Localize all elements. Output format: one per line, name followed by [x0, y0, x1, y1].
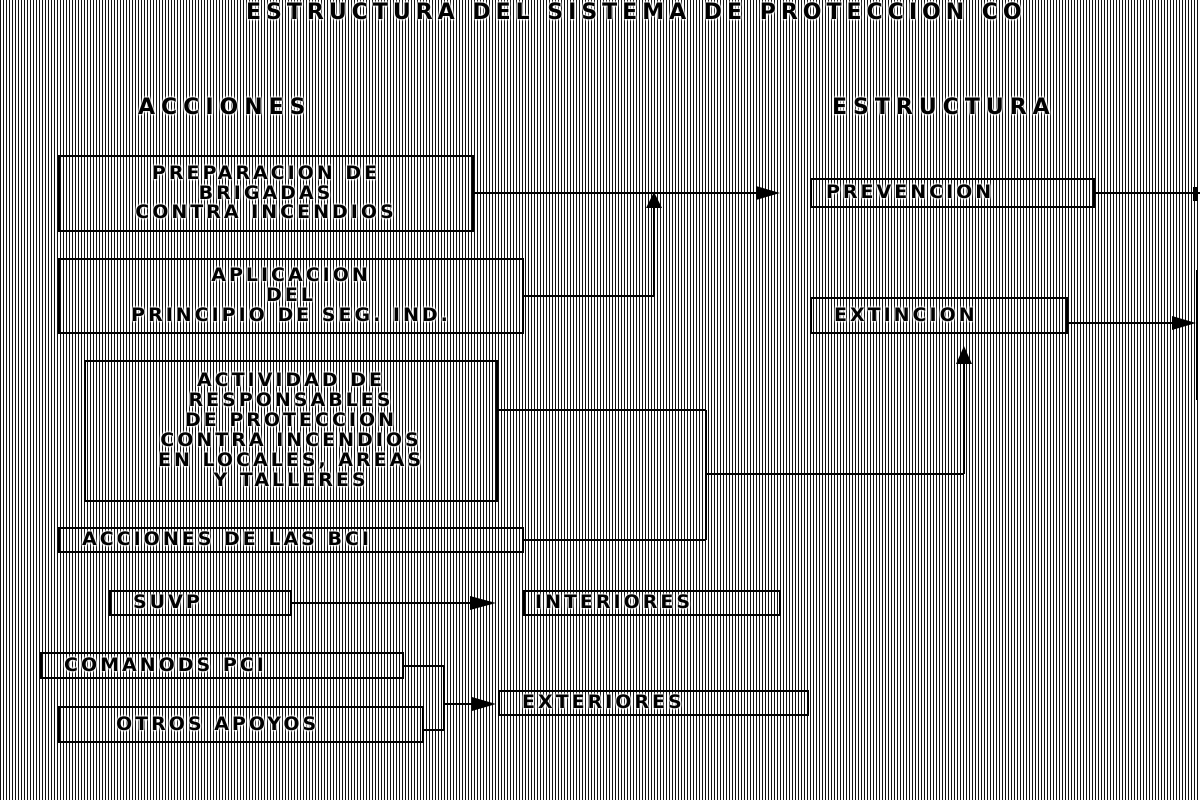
box-prevencion: PREVENCION [810, 178, 1095, 208]
box-actividad-line-4: CONTRA INCENDIOS [160, 429, 422, 451]
box-acciones-bci-label: ACCIONES DE LAS BCI [82, 528, 372, 551]
box-acciones-bci: ACCIONES DE LAS BCI [58, 527, 524, 553]
box-actividad-line-3: DE PROTECCION [184, 409, 398, 432]
box-aplicacion-line-1: APLICACION [211, 264, 371, 287]
box-extincion-label: EXTINCION [834, 303, 978, 326]
box-actividad-line-1: ACTIVIDAD DE [196, 369, 386, 392]
box-preparacion-brigadas: PREPARACION DE BRIGADAS CONTRA INCENDIOS [58, 155, 474, 232]
arrowhead-up-1 [646, 192, 662, 208]
box-extincion: EXTINCION [810, 297, 1068, 334]
box-exteriores: EXTERIORES [498, 690, 809, 716]
box-preparacion-line-2: BRIGADAS [198, 181, 334, 204]
heading-acciones: ACCIONES [138, 95, 312, 120]
box-comandos-pci: COMANODS PCI [40, 652, 404, 679]
page-title: ESTRUCTURA DEL SISTEMA DE PROTECCION CO [246, 0, 1027, 25]
box-preparacion-line-3: CONTRA INCENDIOS [135, 201, 397, 224]
arrowhead-prevencion [756, 186, 780, 200]
box-otros-apoyos: OTROS APOYOS [58, 706, 424, 743]
arrowhead-right-edge [1172, 316, 1196, 330]
box-aplicacion-line-2: DEL [266, 284, 316, 307]
heading-estructura: ESTRUCTURA [832, 95, 1056, 120]
box-preparacion-line-1: PREPARACION DE [151, 161, 381, 184]
box-aplicacion-principio: APLICACION DEL PRINCIPIO DE SEG. IND. [58, 258, 524, 334]
box-comandos-label: COMANODS PCI [64, 653, 267, 676]
box-exteriores-label: EXTERIORES [522, 691, 685, 714]
box-actividad-line-5: EN LOCALES, AREAS [157, 448, 425, 471]
box-aplicacion-line-3: PRINCIPIO DE SEG. IND. [131, 303, 451, 326]
box-prevencion-label: PREVENCION [826, 181, 995, 204]
box-interiores-label: INTERIORES [535, 591, 694, 614]
right-edge-mark [1193, 187, 1198, 201]
box-actividad-responsables: ACTIVIDAD DE RESPONSABLES DE PROTECCION … [84, 360, 498, 502]
box-suvp: SUVP [109, 590, 292, 616]
arrowhead-up-2 [956, 346, 972, 364]
box-actividad-line-2: RESPONSABLES [188, 389, 394, 412]
box-interiores: INTERIORES [523, 590, 781, 616]
arrowhead-interiores [470, 596, 496, 610]
box-otros-label: OTROS APOYOS [116, 712, 320, 735]
box-suvp-label: SUVP [133, 591, 203, 614]
box-actividad-line-6: Y TALLERES [213, 468, 369, 491]
arrowhead-exteriores [472, 697, 496, 711]
